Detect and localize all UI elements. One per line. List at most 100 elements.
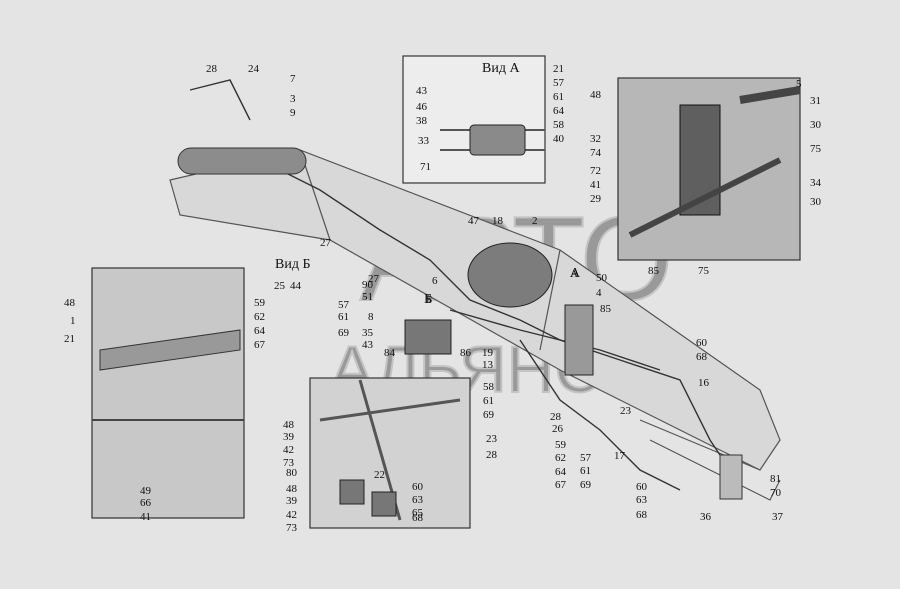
callout-number: 43 — [362, 339, 374, 351]
callout-number: 75 — [810, 143, 822, 155]
callout-number: 90 — [362, 279, 374, 291]
callout-number: 9 — [290, 107, 296, 119]
marker-b: Б — [424, 292, 432, 307]
valve-1 — [564, 304, 594, 376]
callout-number: 37 — [772, 511, 784, 523]
callout-number: 24 — [248, 63, 260, 75]
callout-number: 8 — [368, 311, 374, 323]
callout-number: 65 — [412, 507, 424, 519]
callout-number: 59 — [555, 439, 567, 451]
callout-number: 30 — [810, 119, 822, 131]
callout-number: 57 — [553, 77, 565, 89]
callout-number: 48 — [590, 89, 602, 101]
receiver-2 — [467, 242, 553, 308]
callout-number: 48 — [64, 297, 76, 309]
callout-number: 68 — [412, 512, 424, 524]
callout-number: 57 — [580, 452, 592, 464]
callout-number: 84 — [384, 347, 396, 359]
callout-number: 31 — [810, 95, 821, 107]
callout-number: 48 — [286, 483, 298, 495]
callout-number: 63 — [412, 494, 424, 506]
callout-number: 64 — [254, 325, 266, 337]
callout-number: 2 — [532, 215, 538, 227]
callout-number: 43 — [416, 85, 428, 97]
callout-number: 57 — [338, 299, 350, 311]
callout-number: 60 — [412, 481, 424, 493]
callout-number: 7 — [290, 73, 296, 85]
callout-number: 41 — [590, 179, 601, 191]
callout-number: 39 — [286, 495, 298, 507]
callout-number: 49 — [140, 485, 152, 497]
callout-number: 13 — [482, 359, 494, 371]
callout-number: 26 — [552, 423, 564, 435]
callout-number: 62 — [254, 311, 265, 323]
callout-number: 38 — [416, 115, 428, 127]
inset-detail-bottom — [309, 377, 471, 529]
callout-number: 67 — [254, 339, 266, 351]
callout-number: 21 — [553, 63, 564, 75]
marker-a: А — [570, 266, 581, 281]
callout-number: 27 — [368, 273, 380, 285]
valve-2 — [404, 319, 452, 355]
view-b-label: Вид Б — [275, 257, 311, 272]
callout-number: 51 — [362, 291, 373, 303]
callout-number: 71 — [420, 161, 431, 173]
callout-number: 59 — [254, 297, 266, 309]
callout-number: 73 — [283, 457, 295, 469]
view-a-label: Вид А — [482, 61, 520, 76]
callout-number: 85 — [648, 265, 660, 277]
callout-number: 39 — [283, 431, 295, 443]
callout-number: 75 — [698, 265, 710, 277]
inset-view-b: Вид Б — [91, 257, 311, 519]
callout-number: 61 — [338, 311, 349, 323]
callout-number: 41 — [140, 511, 151, 523]
callout-number: 67 — [555, 479, 567, 491]
callout-number: 61 — [580, 465, 591, 477]
callout-number: 74 — [590, 147, 602, 159]
inset-view-a: Вид А — [402, 55, 546, 184]
callout-number: 29 — [590, 193, 602, 205]
callout-number: 28 — [486, 449, 498, 461]
callout-number: 62 — [555, 452, 566, 464]
callout-number: 72 — [590, 165, 601, 177]
callout-number: 47 — [468, 215, 480, 227]
callout-number: 34 — [810, 177, 822, 189]
callout-number: 27 — [320, 237, 332, 249]
callout-number: 3 — [290, 93, 296, 105]
callout-number: 6 — [432, 275, 438, 287]
callout-number: 19 — [482, 347, 494, 359]
callout-number: 70 — [770, 487, 782, 499]
callout-number: 35 — [362, 327, 374, 339]
callout-number: 68 — [696, 351, 708, 363]
callout-number: 58 — [553, 119, 565, 131]
callout-number: 30 — [810, 196, 822, 208]
callout-number: Б — [426, 294, 432, 306]
bracket-1 — [719, 454, 743, 500]
callout-number: 1 — [70, 315, 76, 327]
callout-number: 60 — [636, 481, 648, 493]
callout-number: 36 — [700, 511, 712, 523]
callout-number: 69 — [580, 479, 592, 491]
callout-number: 42 — [286, 509, 297, 521]
inset-detail-photo — [617, 77, 801, 261]
callout-number: 40 — [553, 133, 565, 145]
pipes — [189, 79, 731, 491]
components — [177, 147, 743, 500]
callout-number: 23 — [486, 433, 498, 445]
callout-number: 22 — [374, 469, 385, 481]
callout-number: 50 — [596, 272, 608, 284]
callout-number: 61 — [483, 395, 494, 407]
callout-number: А — [570, 268, 578, 280]
callout-number: 25 — [274, 280, 286, 292]
callout-number: 64 — [555, 466, 567, 478]
callout-number: 68 — [636, 509, 648, 521]
callout-number: 61 — [553, 91, 564, 103]
chassis-frame — [169, 149, 781, 501]
callout-number: 4 — [596, 287, 602, 299]
callout-number: 73 — [286, 522, 298, 534]
callout-number: 48 — [283, 419, 295, 431]
receiver-1 — [177, 147, 307, 175]
callout-number: 33 — [418, 135, 430, 147]
